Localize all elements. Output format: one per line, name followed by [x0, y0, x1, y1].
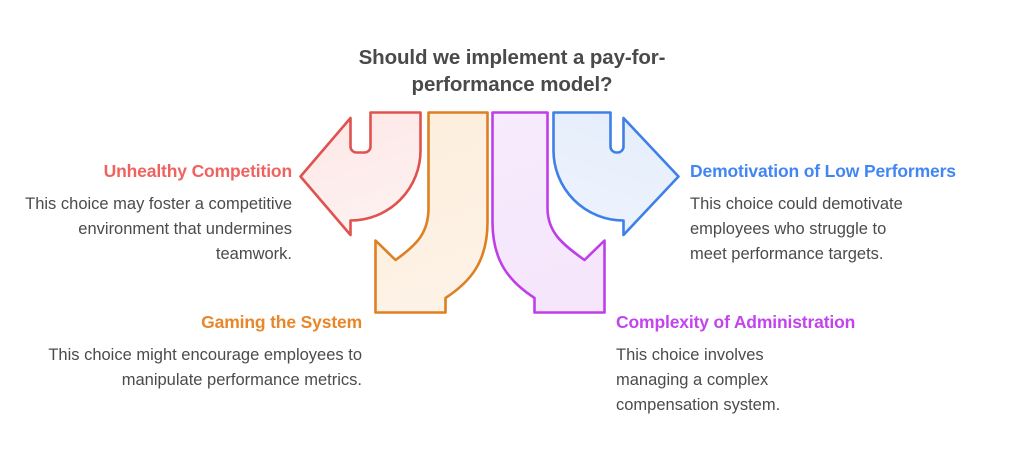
branch-unhealthy-competition: Unhealthy Competition This choice may fo…: [0, 161, 292, 267]
branch-heading-demotivation-of-low-performers: Demotivation of Low Performers: [690, 161, 956, 181]
arrow-demotivation-of-low-performers: [552, 111, 680, 237]
branch-heading-unhealthy-competition: Unhealthy Competition: [103, 161, 293, 181]
branch-body-demotivation-of-low-performers: This choice could demotivate employees w…: [690, 194, 903, 264]
branch-gaming-the-system: Gaming the System This choice might enco…: [0, 312, 362, 393]
branch-heading-complexity-of-administration: Complexity of Administration: [616, 312, 856, 332]
arrow-complexity-of-administration: [491, 111, 606, 314]
branch-heading-gaming-the-system: Gaming the System: [201, 312, 362, 332]
branch-demotivation-of-low-performers: Demotivation of Low Performers This choi…: [690, 161, 1020, 267]
branch-body-gaming-the-system: This choice might encourage employees to…: [48, 345, 362, 389]
branch-complexity-of-administration: Complexity of Administration This choice…: [616, 312, 946, 418]
branch-body-complexity-of-administration: This choice involves managing a complex …: [616, 345, 781, 415]
arrow-gaming-the-system: [374, 111, 489, 314]
page-title: Should we implement a pay-for-performanc…: [358, 46, 666, 97]
branch-body-unhealthy-competition: This choice may foster a competitive env…: [25, 194, 292, 264]
arrow-unhealthy-competition: [299, 111, 422, 237]
